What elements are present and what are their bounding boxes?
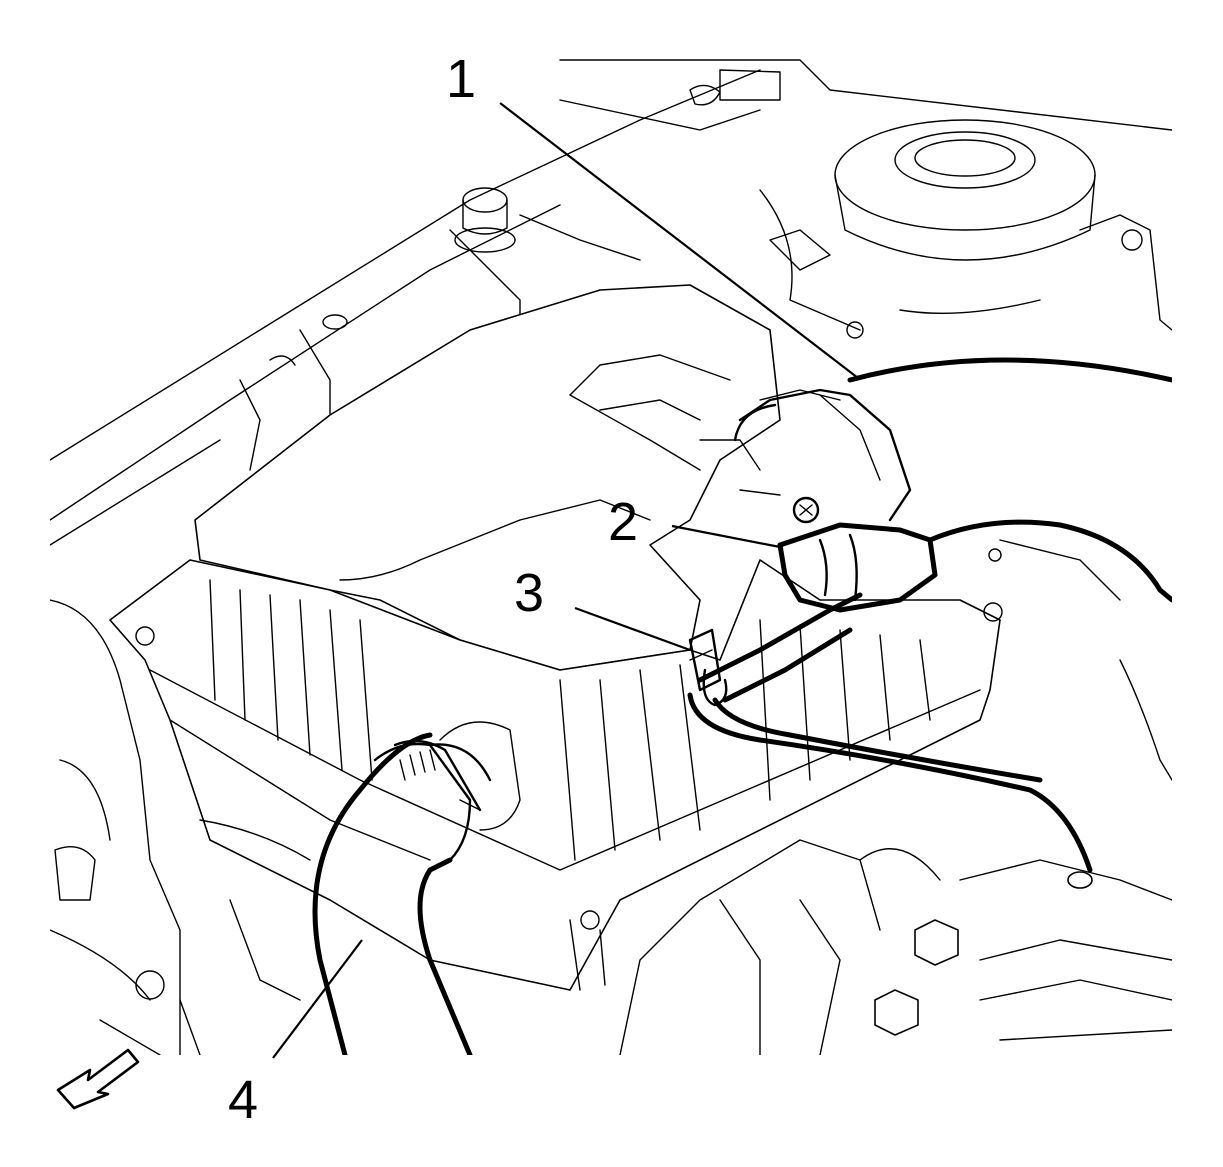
callout-4: 4 <box>228 1070 258 1130</box>
body-panels <box>50 59 1172 546</box>
leader-lines <box>272 102 859 1059</box>
callout-2: 2 <box>608 492 638 552</box>
strut-tower <box>759 119 1172 339</box>
line-art <box>50 59 1172 1055</box>
leader-line-1 <box>499 102 859 379</box>
vent-hose <box>687 592 1093 889</box>
air-cleaner-lower-housing <box>109 559 1003 991</box>
outlet-duct <box>699 357 1172 522</box>
leader-line-2 <box>671 524 781 549</box>
callout-3: 3 <box>514 563 544 623</box>
air-cleaner-cover <box>194 284 781 671</box>
leader-line-4 <box>272 939 363 1059</box>
sensor-connector <box>777 496 1172 613</box>
left-components <box>50 599 301 1055</box>
front-direction-arrow-icon <box>56 1048 140 1110</box>
callout-1: 1 <box>446 49 476 109</box>
callouts: 1 2 3 4 <box>228 49 638 1130</box>
leader-line-3 <box>574 606 691 652</box>
right-components <box>619 539 1172 1055</box>
grommet <box>322 187 516 330</box>
inlet-duct <box>199 721 521 1055</box>
